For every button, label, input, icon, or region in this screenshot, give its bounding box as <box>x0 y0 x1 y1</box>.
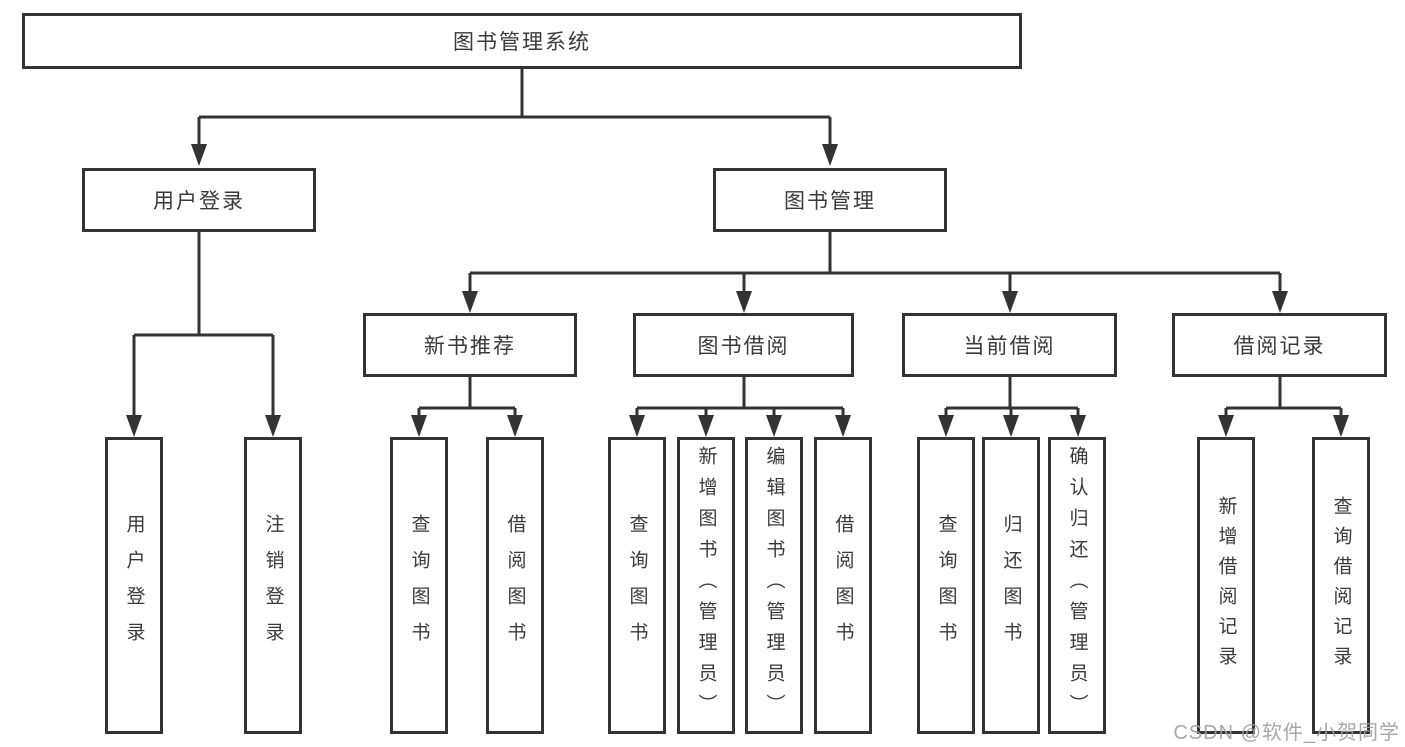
leaf-current-return-book: 归还图书 <box>982 437 1040 734</box>
node-book-borrow: 图书借阅 <box>633 313 854 377</box>
node-current-borrow: 当前借阅 <box>902 313 1117 377</box>
node-new-book-recommend: 新书推荐 <box>363 313 577 377</box>
leaf-records-query-record-label: 查询借阅记录 <box>1330 495 1352 676</box>
leaf-current-return-book-label: 归还图书 <box>1000 513 1022 658</box>
leaf-borrow-borrow-book-label: 借阅图书 <box>832 513 854 658</box>
leaf-borrow-edit-book-admin-label: 编辑图书（管理员） <box>763 446 785 725</box>
leaf-recommend-query-book: 查询图书 <box>390 437 448 734</box>
leaf-records-query-record: 查询借阅记录 <box>1312 437 1370 734</box>
leaf-current-confirm-return-admin: 确认归还（管理员） <box>1048 437 1106 734</box>
leaf-records-add-record: 新增借阅记录 <box>1197 437 1255 734</box>
leaf-current-confirm-return-admin-label: 确认归还（管理员） <box>1066 446 1088 725</box>
leaf-logout: 注销登录 <box>244 437 302 734</box>
arrowheads <box>126 144 1349 437</box>
leaf-recommend-borrow-book-label: 借阅图书 <box>504 513 526 658</box>
node-book-management: 图书管理 <box>713 168 947 232</box>
node-borrow-records: 借阅记录 <box>1172 313 1387 377</box>
leaf-borrow-query-book: 查询图书 <box>608 437 666 734</box>
leaf-user-login: 用户登录 <box>105 437 163 734</box>
leaf-current-query-book: 查询图书 <box>917 437 975 734</box>
leaf-logout-label: 注销登录 <box>262 513 284 658</box>
leaf-records-add-record-label: 新增借阅记录 <box>1215 495 1237 676</box>
leaf-borrow-borrow-book: 借阅图书 <box>814 437 872 734</box>
leaf-current-query-book-label: 查询图书 <box>935 513 957 658</box>
leaf-borrow-add-book-admin: 新增图书（管理员） <box>677 437 735 734</box>
leaf-recommend-borrow-book: 借阅图书 <box>486 437 544 734</box>
leaf-borrow-edit-book-admin: 编辑图书（管理员） <box>745 437 803 734</box>
node-root: 图书管理系统 <box>22 13 1022 69</box>
leaf-recommend-query-book-label: 查询图书 <box>408 513 430 658</box>
leaf-borrow-add-book-admin-label: 新增图书（管理员） <box>695 446 717 725</box>
leaf-user-login-label: 用户登录 <box>123 513 145 658</box>
node-user-login: 用户登录 <box>82 168 316 232</box>
watermark: CSDN @软件_小贺同学 <box>1173 722 1400 744</box>
leaf-borrow-query-book-label: 查询图书 <box>626 513 648 658</box>
